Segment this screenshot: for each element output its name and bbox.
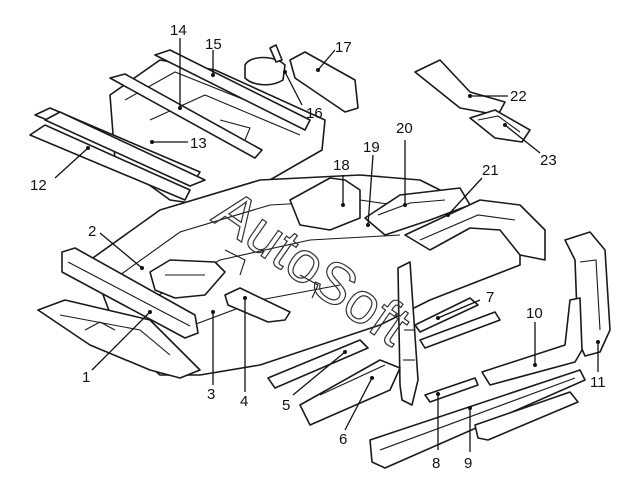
- roof-panel-assembly: [29, 49, 326, 206]
- callout-17: 17: [335, 39, 352, 56]
- callout-1: 1: [82, 369, 90, 386]
- quarter-panel: [564, 231, 611, 357]
- b-pillar: [397, 261, 419, 406]
- rocker-reinforcement: [474, 391, 579, 441]
- callout-14: 14: [170, 22, 187, 39]
- callout-15: 15: [205, 36, 222, 53]
- callout-3: 3: [207, 386, 215, 403]
- callout-5: 5: [282, 397, 290, 414]
- inner-rocker: [299, 359, 401, 426]
- callout-labels: 1 2 3 4 5 6 7 8 9 10 11 12 13 14 15 16 1…: [30, 22, 606, 472]
- front-floor-panel: [37, 299, 201, 379]
- callout-23: 23: [540, 152, 557, 169]
- callout-21: 21: [482, 162, 499, 179]
- rear-wheelhouse: [404, 199, 546, 261]
- callout-7: 7: [486, 289, 494, 306]
- callout-19: 19: [363, 139, 380, 156]
- front-crossmember: [61, 247, 199, 339]
- callout-8: 8: [432, 455, 440, 472]
- callout-20: 20: [396, 120, 413, 137]
- callout-12: 12: [30, 177, 47, 194]
- mirror-parts: [244, 44, 359, 113]
- floor-member: [224, 287, 291, 323]
- callout-4: 4: [240, 393, 248, 410]
- callout-18: 18: [333, 157, 350, 174]
- callout-2: 2: [88, 223, 96, 240]
- callout-6: 6: [339, 431, 347, 448]
- callout-11: 11: [590, 374, 606, 391]
- callout-22: 22: [510, 88, 527, 105]
- right-trim-parts: [414, 59, 531, 143]
- callout-16: 16: [306, 105, 323, 122]
- leader-lines: [54, 38, 600, 452]
- sill-panel: [481, 297, 583, 386]
- callout-13: 13: [190, 135, 207, 152]
- callout-10: 10: [526, 305, 543, 322]
- seat-bracket: [149, 259, 226, 299]
- callout-9: 9: [464, 455, 472, 472]
- sill-strip: [424, 377, 479, 403]
